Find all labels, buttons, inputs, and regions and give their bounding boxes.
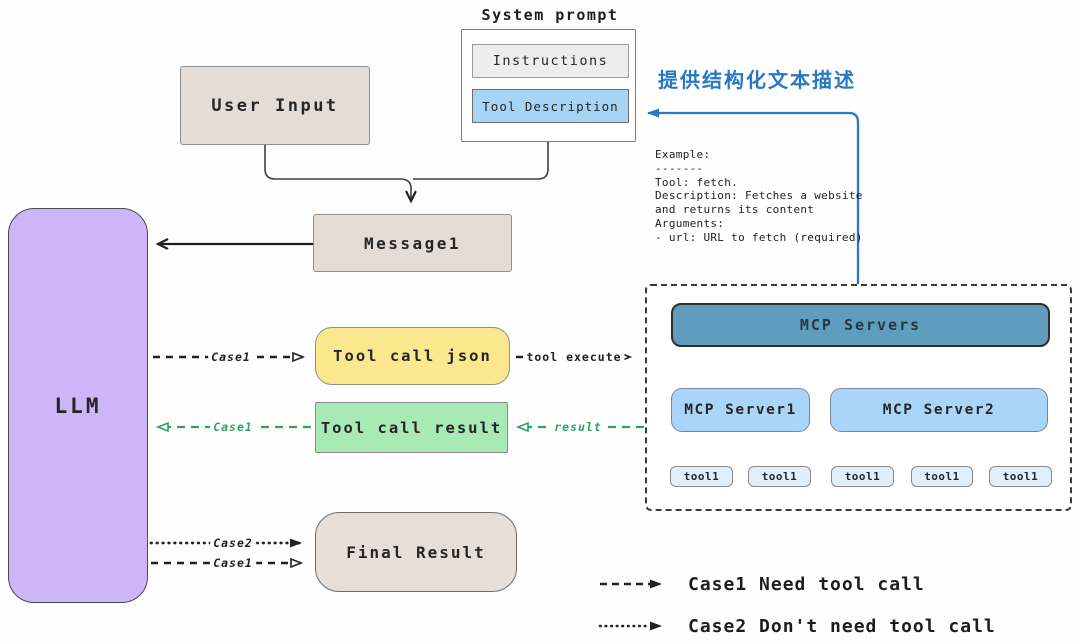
- tool-description-box: Tool Description: [472, 89, 629, 123]
- mcp-server2-node: MCP Server2: [830, 388, 1048, 432]
- edge-label-tool-execute: tool execute: [523, 350, 625, 364]
- user-input-node: User Input: [180, 66, 370, 145]
- edge-label-case1-json: Case1: [208, 350, 254, 364]
- system-prompt-label: System prompt: [481, 6, 619, 24]
- example-text: Example: ------- Tool: fetch. Descriptio…: [655, 148, 863, 244]
- edge-merge-left: [264, 145, 411, 201]
- final-result-node: Final Result: [315, 512, 517, 592]
- server2-tool2-node: tool1: [911, 466, 973, 487]
- mcp-server1-node: MCP Server1: [671, 388, 810, 432]
- edge-label-case1-final: Case1: [210, 556, 256, 570]
- legend-dashed-arrow-icon: [600, 579, 662, 589]
- server1-tool2-node: tool1: [748, 466, 811, 487]
- edge-label-result: result: [551, 420, 605, 434]
- legend-dotted-arrow-icon: [598, 621, 662, 631]
- structured-text-note: 提供结构化文本描述: [658, 68, 856, 92]
- mcp-servers-node: MCP Servers: [671, 303, 1050, 347]
- instructions-box: Instructions: [472, 44, 629, 78]
- message1-node: Message1: [313, 214, 512, 272]
- legend-label-case2: Case2 Don't need tool call: [688, 615, 996, 637]
- legend-label-case1: Case1 Need tool call: [688, 573, 925, 595]
- legend-row-case1: Case1 Need tool call: [598, 572, 925, 596]
- legend-row-case2: Case2 Don't need tool call: [598, 614, 996, 638]
- tool-call-json-node: Tool call json: [315, 327, 510, 385]
- server2-tool3-node: tool1: [989, 466, 1052, 487]
- llm-node: LLM: [8, 208, 148, 603]
- server1-tool1-node: tool1: [670, 466, 733, 487]
- server2-tool1-node: tool1: [831, 466, 894, 487]
- edge-label-case1-result: Case1: [210, 420, 256, 434]
- tool-call-result-node: Tool call result: [315, 402, 508, 453]
- edge-merge-right: [413, 142, 549, 180]
- edge-label-case2-final: Case2: [210, 536, 256, 550]
